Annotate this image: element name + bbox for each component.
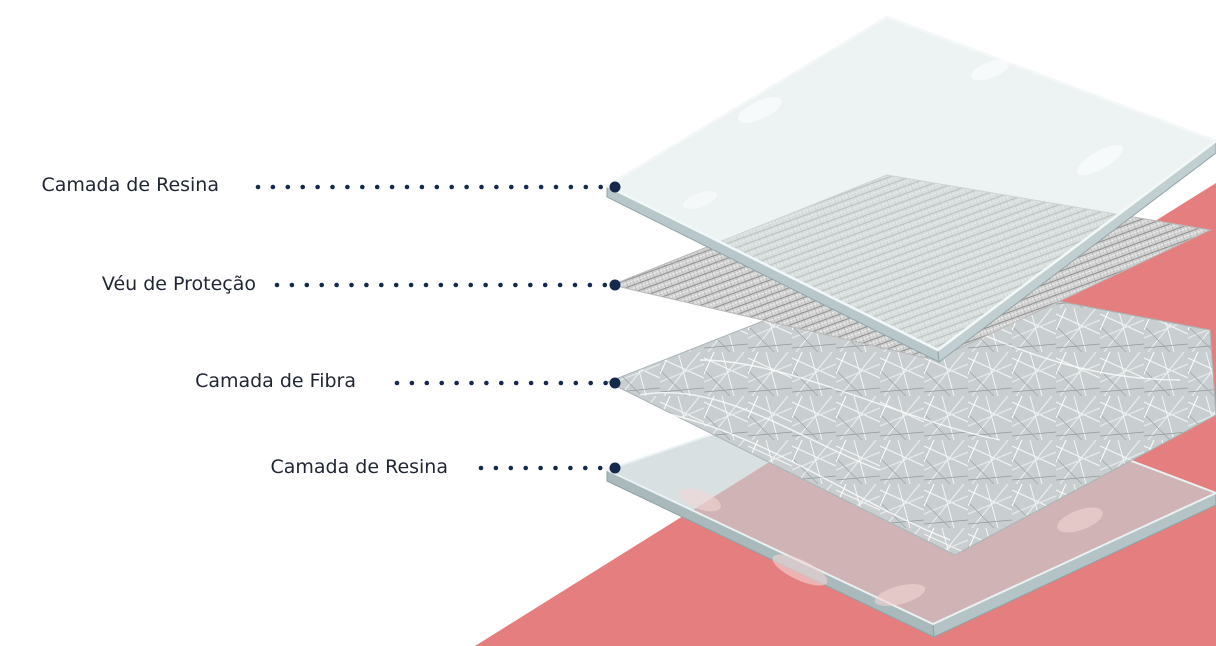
leader-endpoint-dot xyxy=(609,462,621,474)
leader-resin-top xyxy=(255,181,621,193)
label-resin-layer-top: Camada de Resina xyxy=(41,174,220,196)
leader-endpoint-dot xyxy=(609,279,621,291)
fiber-mat xyxy=(606,269,1216,556)
leader-protection-veil xyxy=(274,279,621,291)
leader-endpoint-dot xyxy=(609,377,621,389)
label-fiber-layer: Camada de Fibra xyxy=(195,370,356,392)
label-protection-veil: Véu de Proteção xyxy=(101,273,256,295)
label-resin-layer-bottom: Camada de Resina xyxy=(270,456,449,478)
leader-endpoint-dot xyxy=(609,181,621,193)
leader-resin-bottom xyxy=(478,462,621,474)
top-resin-sheet xyxy=(604,15,1216,363)
leader-fiber xyxy=(394,377,621,389)
